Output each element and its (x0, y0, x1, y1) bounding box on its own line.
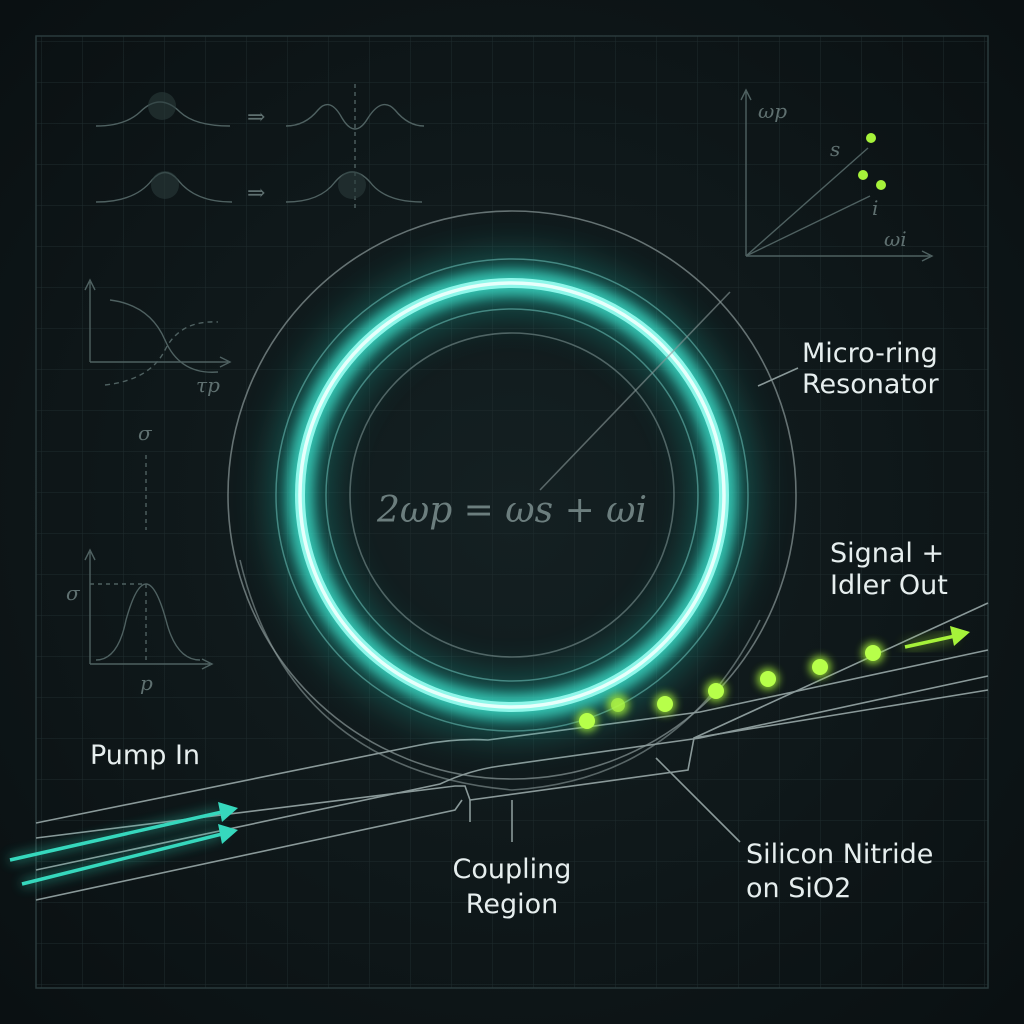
substrate-outline (35, 210, 989, 901)
micro-ring-label-line2: Resonator (802, 369, 940, 400)
output-arrow (904, 634, 956, 649)
material-label-line1: Silicon Nitride (746, 839, 933, 870)
ring-outline-inner (349, 332, 675, 658)
sketch-photon (858, 170, 868, 180)
coupling-region-label-line1: Coupling (453, 854, 572, 885)
signal-idler-label-line1: Signal + (830, 538, 944, 569)
micro-ring-resonator (270, 253, 754, 737)
pump-arrow (9, 810, 223, 862)
photon (812, 659, 828, 675)
leader-lines (511, 291, 799, 843)
gaussian-sketch: σ p (66, 548, 214, 695)
arrow-1-label: ⇒ (247, 105, 265, 130)
omega-i-axis-label: ωi (884, 227, 907, 251)
s-label: s (830, 137, 840, 161)
energy-conservation-equation: 2ωp = ωs + ωi (376, 490, 647, 531)
pump-in-label: Pump In (90, 740, 200, 771)
tau-p-label: τp (196, 373, 220, 397)
sketch-photon (866, 133, 876, 143)
p-label: p (140, 671, 153, 695)
photon (579, 713, 595, 729)
pump-arrows (9, 802, 238, 887)
arrow-2-label: ⇒ (247, 181, 265, 206)
sketch-photon (876, 180, 886, 190)
micro-ring-label-line1: Micro-ring (802, 338, 938, 369)
i-label: i (872, 196, 878, 220)
signal-idler-photons (576, 626, 970, 732)
grid-border (35, 35, 989, 989)
pump-arrow (21, 832, 223, 886)
coupling-region-label-line2: Region (466, 889, 558, 920)
bus-waveguide (35, 649, 989, 871)
frequency-vector-sketch: ωp s i ωi (740, 88, 934, 262)
photon (760, 671, 776, 687)
sigma-label-2: σ (66, 581, 81, 605)
photon (865, 645, 881, 661)
material-label-line2: on SiO2 (746, 873, 851, 904)
waveform-sketch: ⇒ ⇒ (95, 84, 425, 210)
ring-outline-outer (227, 210, 797, 780)
photon (708, 683, 724, 699)
signal-idler-label-line2: Idler Out (830, 570, 948, 601)
sigma-label-1: σ (138, 421, 153, 445)
omega-p-axis-label: ωp (758, 99, 787, 123)
photon (657, 696, 673, 712)
photon (611, 698, 625, 712)
tau-curve-sketch: τp σ (84, 278, 232, 530)
